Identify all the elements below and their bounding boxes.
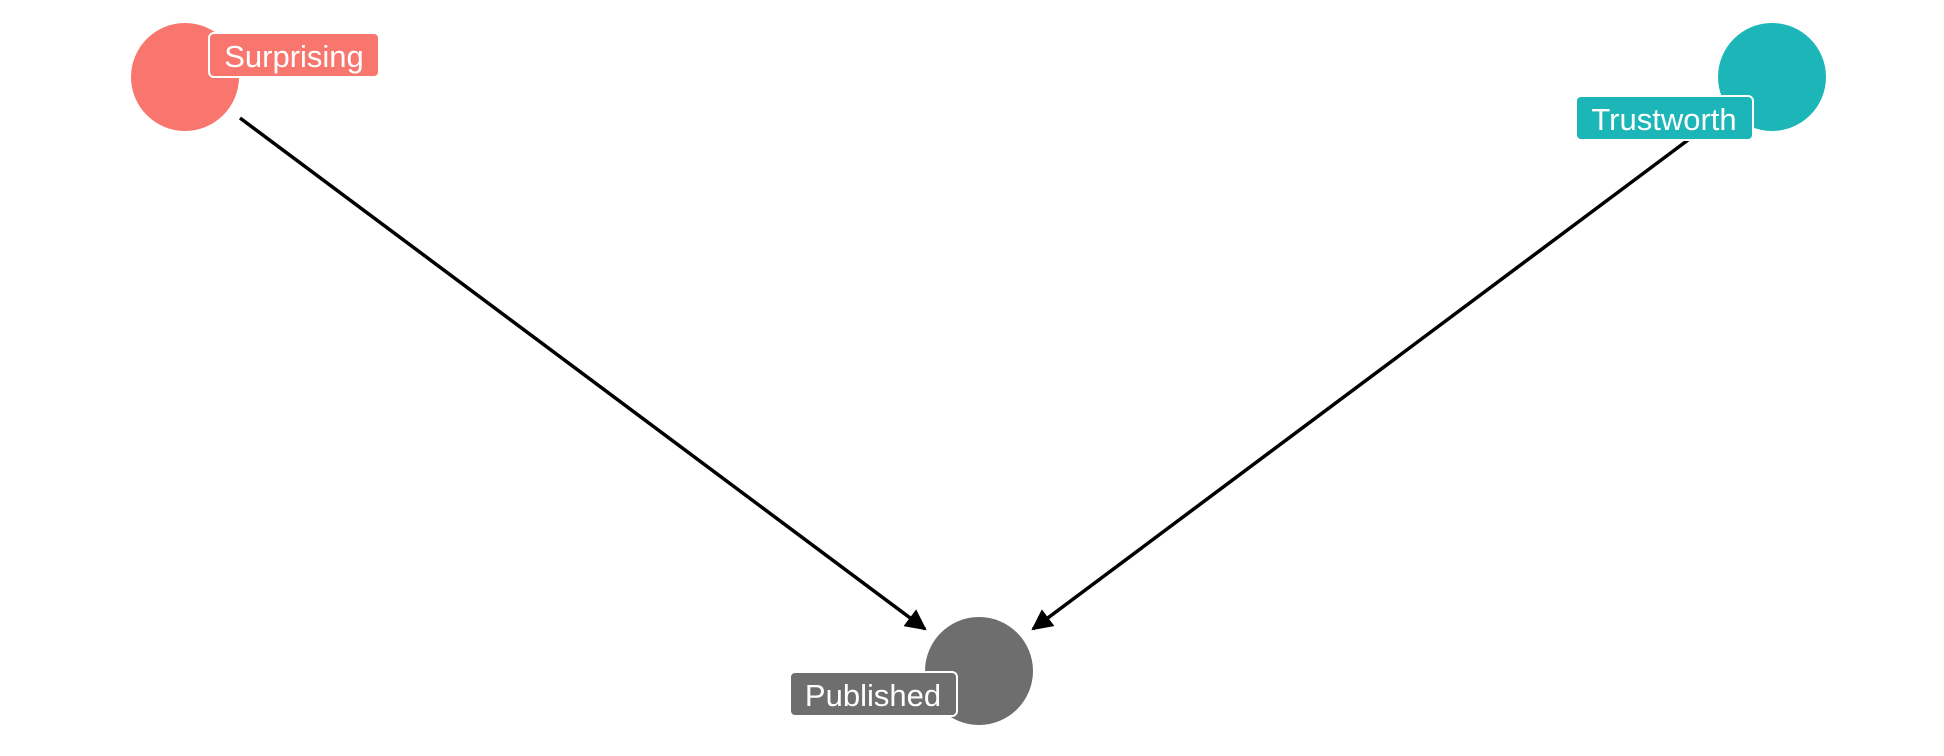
node-trustworth-label: Trustworth bbox=[1591, 102, 1736, 137]
node-published-label-box bbox=[789, 671, 958, 717]
edge-trustworth-to-published bbox=[1031, 138, 1690, 631]
node-published-label: Published bbox=[805, 678, 941, 713]
edge-surprising-to-published bbox=[238, 116, 927, 631]
node-trustworth[interactable]: Trustworth bbox=[1575, 23, 1826, 141]
node-surprising[interactable]: Surprising bbox=[131, 23, 380, 131]
node-surprising-label-box bbox=[208, 32, 380, 78]
node-published[interactable]: Published bbox=[789, 617, 1033, 725]
node-trustworth-label-box bbox=[1575, 95, 1754, 141]
node-surprising-label: Surprising bbox=[224, 39, 364, 74]
